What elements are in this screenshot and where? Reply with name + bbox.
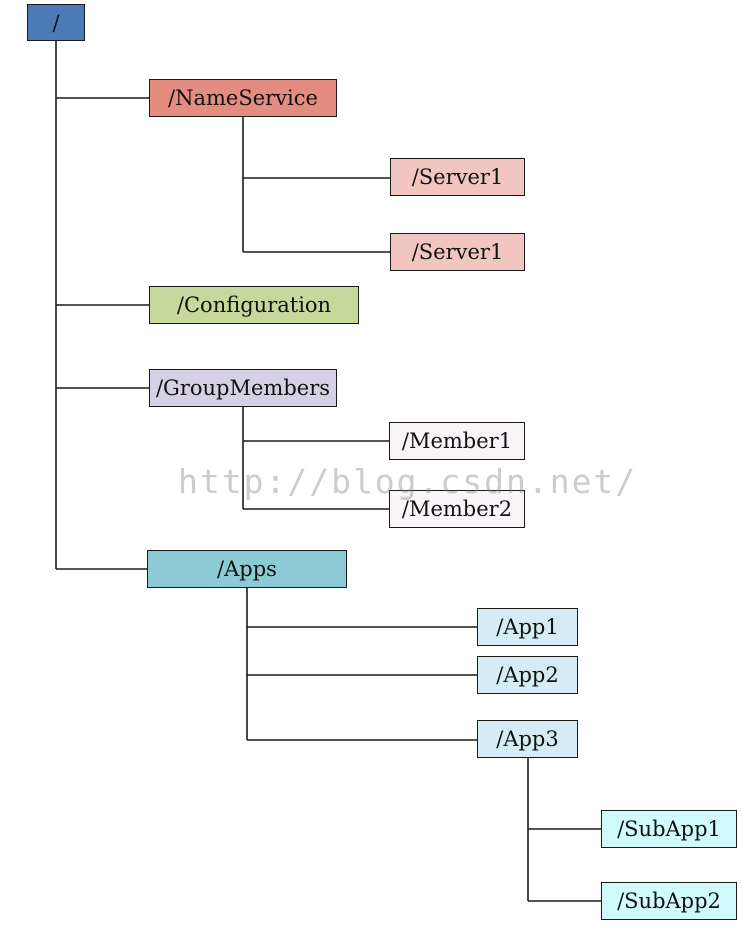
node-label: /Server1 [411,240,504,264]
node-server-1: /Server1 [390,158,525,196]
node-label: /Configuration [176,293,332,317]
node-apps: /Apps [147,550,347,588]
node-group-members: /GroupMembers [149,369,337,407]
node-app-2: /App2 [477,656,578,694]
node-label: / [52,10,60,35]
node-subapp-2: /SubApp2 [601,882,737,920]
node-app-1: /App1 [477,608,578,646]
node-label: /SubApp1 [617,817,721,841]
node-label: /Server1 [411,165,504,189]
node-label: /Apps [217,557,277,581]
node-member-2: /Member2 [389,490,525,528]
node-root: / [27,4,85,41]
node-label: /SubApp2 [617,889,721,913]
node-label: /NameService [168,86,318,110]
node-label: /Member2 [401,497,513,521]
node-name-service: /NameService [149,79,337,117]
node-label: /App1 [496,615,559,639]
node-member-1: /Member1 [389,422,525,460]
node-label: /App2 [496,663,559,687]
node-app-3: /App3 [477,720,578,758]
node-label: /GroupMembers [155,376,331,400]
node-subapp-1: /SubApp1 [601,810,737,848]
node-configuration: /Configuration [149,286,359,324]
node-server-2: /Server1 [390,233,525,271]
node-label: /App3 [496,727,559,751]
node-label: /Member1 [401,429,513,453]
